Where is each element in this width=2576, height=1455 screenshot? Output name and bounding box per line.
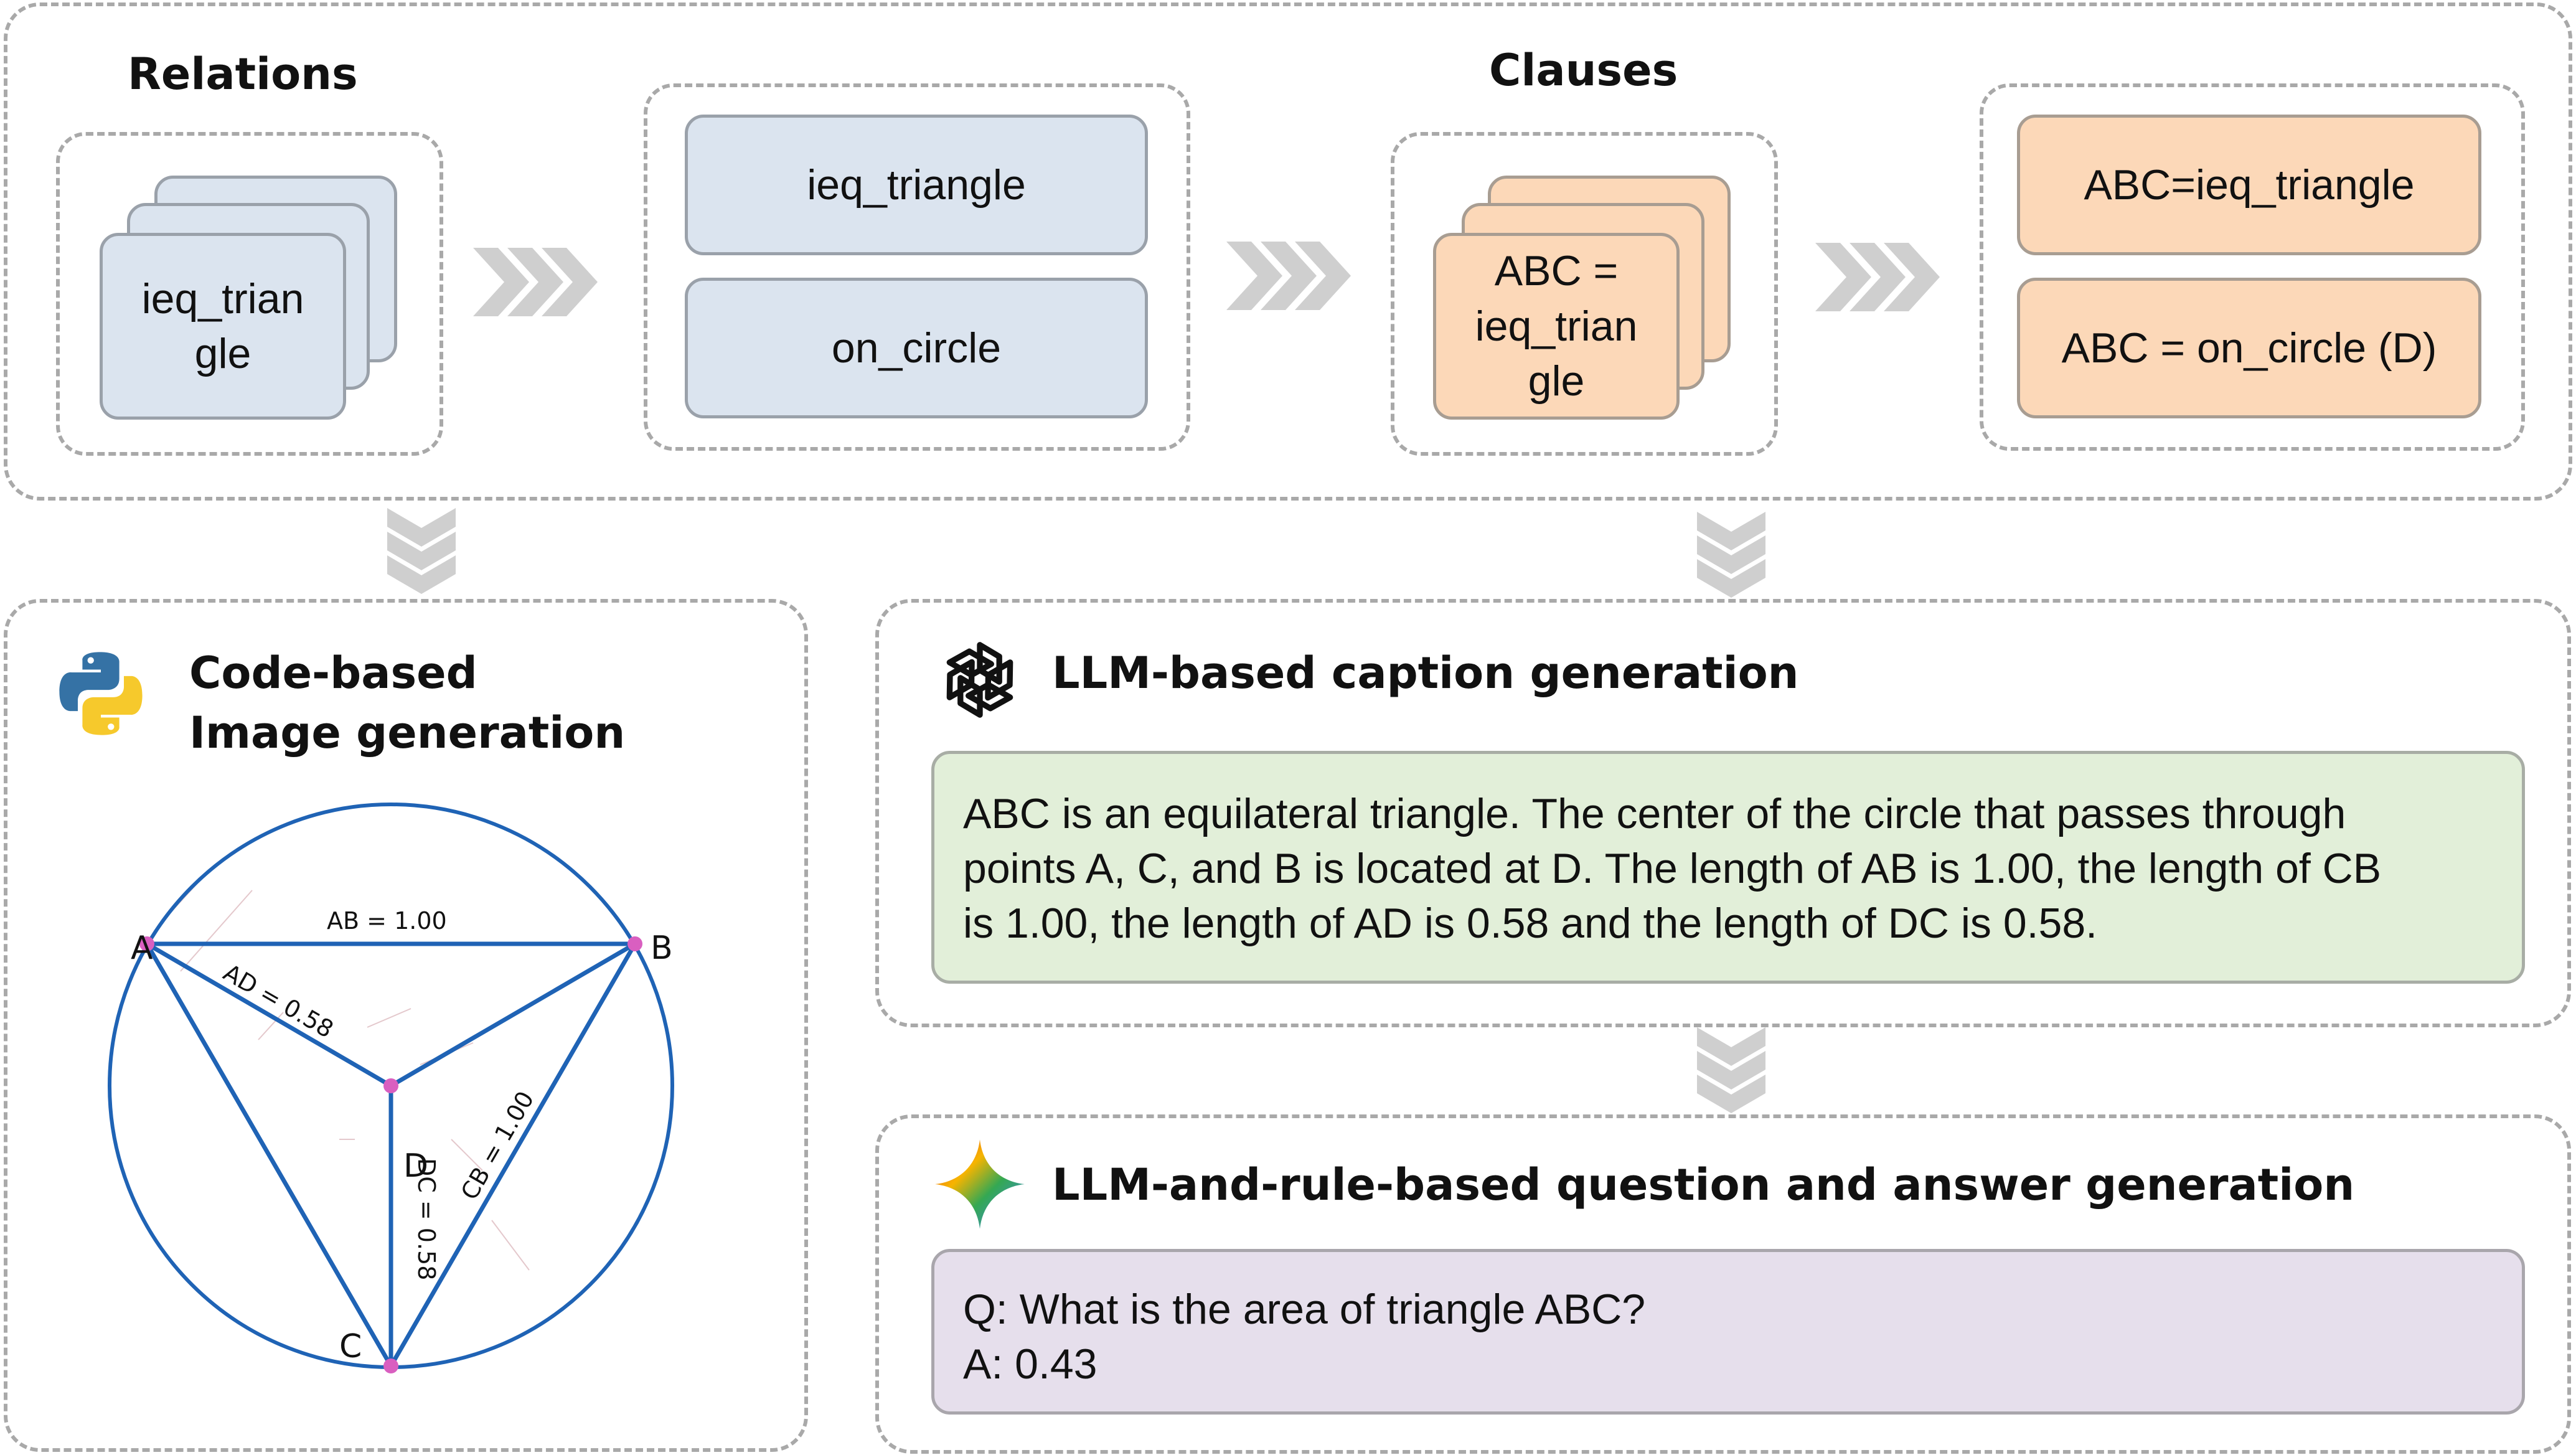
gemini-sparkle-icon [935, 1139, 1025, 1229]
down-chevron-arrow-left [387, 508, 456, 594]
top-section-frame [4, 2, 2572, 501]
label-ad: AD = 0.58 [219, 959, 339, 1043]
relations-list-frame [644, 83, 1190, 451]
right-chevron-arrow-2 [1226, 242, 1351, 310]
segment-db [390, 941, 636, 1088]
caption-text-box: ABC is an equilateral triangle. The cent… [931, 751, 2525, 984]
caption-line-1: ABC is an equilateral triangle. The cent… [963, 790, 2346, 837]
point-a-marker [139, 936, 154, 951]
qa-generation-title: LLM-and-rule-based question and answer g… [1052, 1159, 2355, 1210]
caption-line-2: points A, C, and B is located at D. The … [963, 845, 2382, 892]
openai-logo-icon [946, 642, 1013, 718]
clause-card-front: ABC = ieq_trian gle [1433, 233, 1680, 420]
label-ab: AB = 1.00 [327, 907, 447, 935]
triangle-abc [144, 941, 637, 1368]
clause-item-2: ABC = on_circle (D) [2017, 278, 2481, 418]
clauses-heading: Clauses [1489, 45, 1678, 96]
point-d-label: D [403, 1147, 428, 1185]
clauses-list-frame [1980, 83, 2525, 451]
point-a-label: A [131, 930, 153, 967]
image-generation-frame [4, 599, 808, 1452]
question-text: Q: What is the area of triangle ABC? [963, 1286, 1646, 1333]
right-chevron-arrow-3 [1815, 243, 1940, 311]
relations-stack-frame [56, 132, 443, 456]
down-chevron-arrow-lower [1697, 1027, 1765, 1113]
caption-generation-frame [875, 599, 2571, 1027]
python-logo-icon [59, 652, 143, 735]
down-chevron-arrow-middle [1697, 512, 1765, 598]
qa-text-box: Q: What is the area of triangle ABC? A: … [931, 1249, 2525, 1415]
right-chevron-arrow-1 [473, 248, 598, 316]
geometry-figure: A B C D AB = 1.00 AD = 0.58 CB = 1.00 DC… [108, 803, 674, 1373]
clauses-stack-frame [1391, 132, 1778, 456]
clause-item-1: ABC=ieq_triangle [2017, 115, 2481, 255]
relation-item-2: on_circle [685, 278, 1148, 418]
segment-ad [146, 941, 392, 1088]
point-c-label: C [339, 1328, 362, 1365]
label-dc: DC = 0.58 [413, 1158, 440, 1280]
label-cb: CB = 1.00 [456, 1086, 540, 1204]
point-c-marker [383, 1358, 398, 1373]
relation-item-1: ieq_triangle [685, 115, 1148, 255]
answer-text: A: 0.43 [963, 1340, 1098, 1388]
point-b-label: B [651, 930, 673, 967]
relations-heading: Relations [128, 49, 358, 100]
caption-line-3: is 1.00, the length of AD is 0.58 and th… [963, 900, 2098, 947]
caption-generation-title: LLM-based caption generation [1052, 647, 1799, 699]
qa-generation-frame [875, 1114, 2571, 1454]
relation-card-front: ieq_trian gle [100, 233, 346, 420]
point-d-marker [383, 1078, 398, 1093]
image-generation-title-line1: Code-based [189, 647, 477, 699]
image-generation-title-line2: Image generation [189, 707, 626, 758]
point-b-marker [628, 936, 642, 951]
